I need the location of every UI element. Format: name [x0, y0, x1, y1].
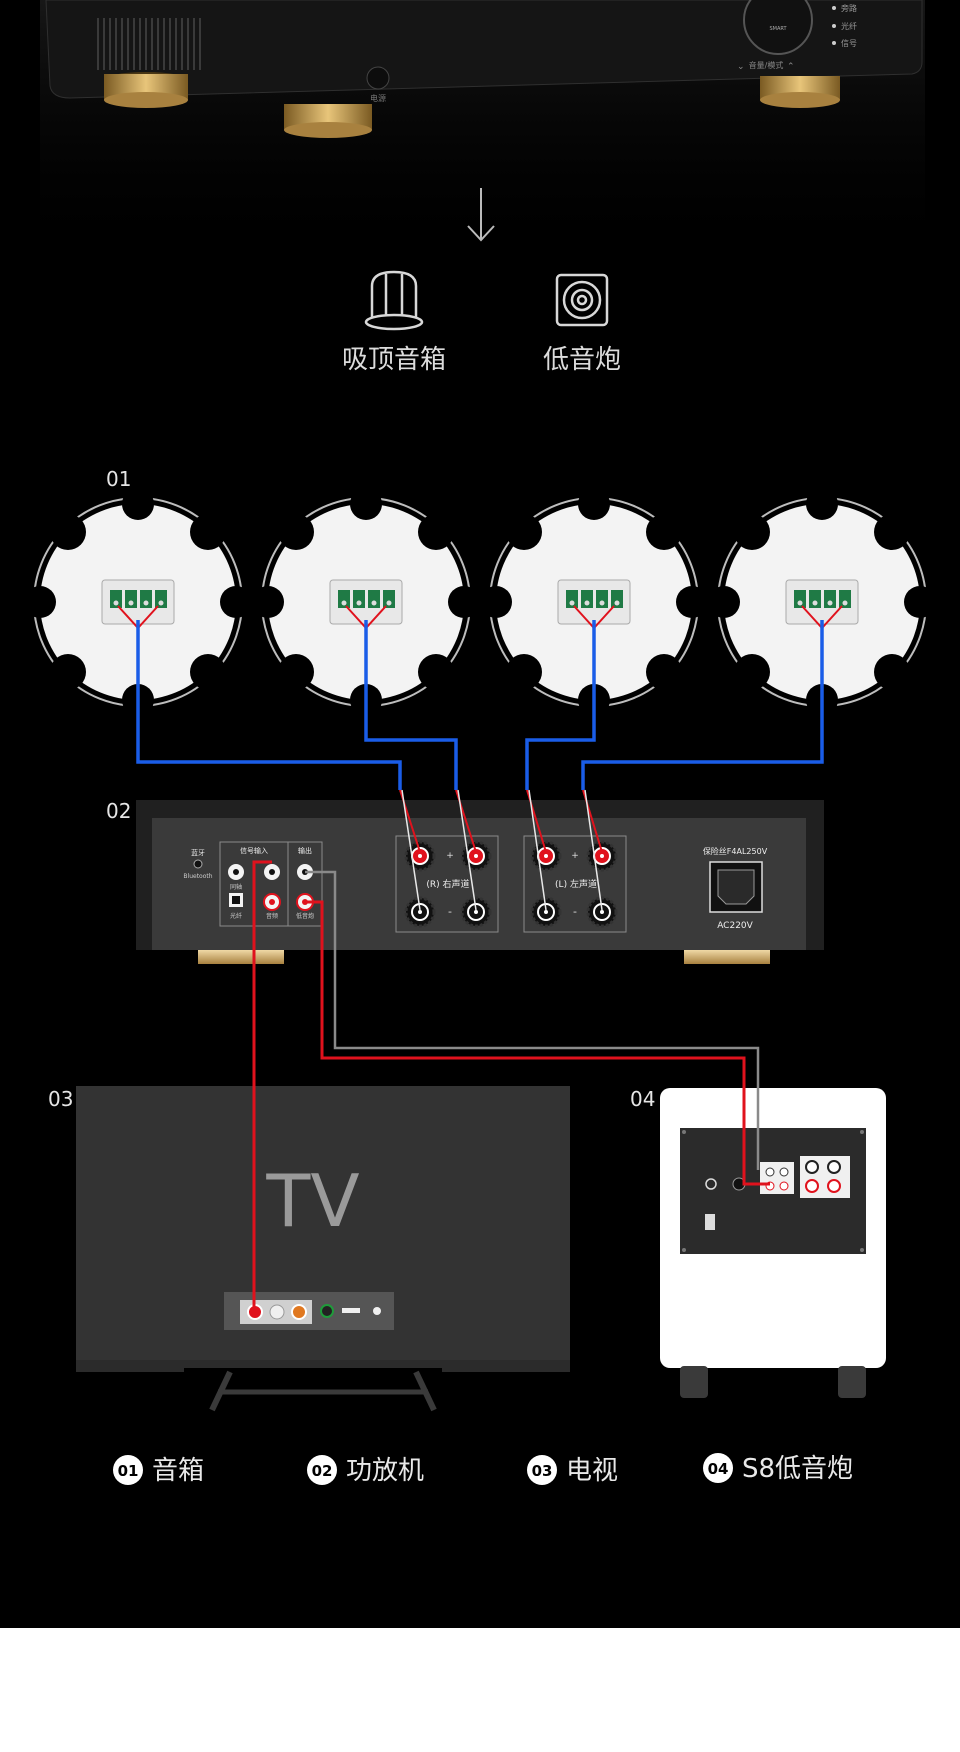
power-button-icon [366, 66, 390, 90]
subwoofer [660, 1088, 886, 1398]
tv: TV [76, 1086, 570, 1412]
gold-foot [760, 76, 840, 108]
legend-num-4: 04 [708, 1460, 729, 1478]
amp-control-bypass: 旁路 [841, 3, 857, 13]
legend-badge [307, 1455, 337, 1485]
binding-post [530, 896, 562, 928]
amp-control-signal: 信号 [841, 38, 857, 48]
speaker-row [24, 488, 936, 716]
input-coax-label: 同轴 [230, 883, 242, 891]
section-number-speakers: 01 [106, 467, 131, 491]
legend-label-4: S8低音炮 [742, 1454, 853, 1484]
input-audio-label: 音频 [266, 912, 278, 920]
ceiling-speaker-icon [364, 270, 424, 331]
gold-foot [284, 104, 372, 138]
binding-post [530, 840, 562, 872]
signal-input-title: 信号输入 [240, 846, 268, 855]
volume-knob-icon [743, 0, 813, 55]
tv-headphone-jack [320, 1304, 334, 1318]
left-minus: - [573, 905, 577, 918]
amp-power-label: 电源 [370, 93, 386, 103]
ac-label: AC220V [717, 921, 753, 931]
bluetooth-label-cn: 蓝牙 [191, 848, 205, 857]
tv-label: TV [265, 1159, 359, 1243]
ceiling-speaker [24, 488, 252, 716]
gold-foot [104, 72, 188, 108]
tv-port [373, 1307, 381, 1315]
sub-signal-wire-red [305, 900, 770, 1186]
legend-badge [703, 1453, 733, 1483]
amp-mode-label: 音量/模式 [749, 60, 784, 70]
svg-text:⌃: ⌃ [787, 62, 795, 72]
input-optical-label: 光纤 [230, 912, 242, 920]
binding-post [460, 896, 492, 928]
legend-num-2: 02 [312, 1462, 333, 1480]
section-number-subwoofer: 04 [630, 1087, 655, 1111]
sub-switch-icon [705, 1214, 715, 1230]
legend-label-2: 功放机 [346, 1456, 424, 1486]
section-number-amplifier: 02 [106, 799, 131, 823]
output-title: 输出 [298, 846, 312, 855]
ceiling-speaker [480, 488, 708, 716]
output-label-subwoofer: 低音炮 [543, 345, 621, 375]
output-sub-label: 低音炮 [296, 912, 314, 920]
section-number-tv: 03 [48, 1087, 73, 1111]
binding-post [404, 896, 436, 928]
output-label-ceiling: 吸顶音箱 [342, 345, 446, 375]
bluetooth-label-en: Bluetooth [183, 873, 212, 880]
legend-label-3: 电视 [566, 1456, 618, 1486]
speaker-wires [136, 620, 824, 790]
sub-signal-wire-gray [305, 870, 760, 1170]
sun-icon [705, 1178, 717, 1190]
binding-post [586, 896, 618, 928]
left-plus: + [571, 851, 579, 861]
left-channel-label: (L) 左声道 [555, 878, 597, 890]
amp-foot [198, 950, 284, 964]
ceiling-speaker [708, 488, 936, 716]
tv-video-out [291, 1304, 307, 1320]
legend-badge [113, 1455, 143, 1485]
legend: 01 音箱 02 功放机 03 电视 04 S8低音炮 [113, 1453, 853, 1486]
legend-num-1: 01 [118, 1462, 139, 1480]
right-channel-label: (R) 右声道 [426, 878, 469, 890]
tv-signal-wire-red [252, 860, 272, 1312]
binding-posts [404, 840, 618, 928]
amp-knob-label: SMART [769, 26, 787, 32]
right-minus: - [448, 905, 452, 918]
legend-label-1: 音箱 [152, 1456, 204, 1486]
amp-control-optical: 光纤 [841, 21, 857, 31]
fuse-label: 保险丝F4AL250V [703, 846, 768, 856]
amp-foot [684, 950, 770, 964]
tv-audio-out-white [269, 1304, 285, 1320]
binding-post [586, 840, 618, 872]
tv-usb-port [342, 1308, 360, 1313]
down-arrow-icon [467, 188, 495, 242]
legend-num-3: 03 [532, 1462, 553, 1480]
bluetooth-antenna-icon [193, 859, 203, 869]
speaker-wire-leads-white [401, 789, 603, 911]
amplifier-back-panel: 蓝牙 Bluetooth 信号输入 输出 同轴 光纤 音频 低音炮 + - + … [136, 800, 824, 964]
right-plus: + [446, 851, 454, 861]
vent-grille [97, 18, 201, 70]
legend-badge [527, 1455, 557, 1485]
svg-text:⌄: ⌄ [737, 62, 745, 72]
amplifier-product-photo: 电源 SMART 旁路 光纤 信号 音量/模式 ⌄ ⌃ [40, 0, 925, 260]
ceiling-speaker [252, 488, 480, 716]
subwoofer-icon [555, 273, 609, 327]
